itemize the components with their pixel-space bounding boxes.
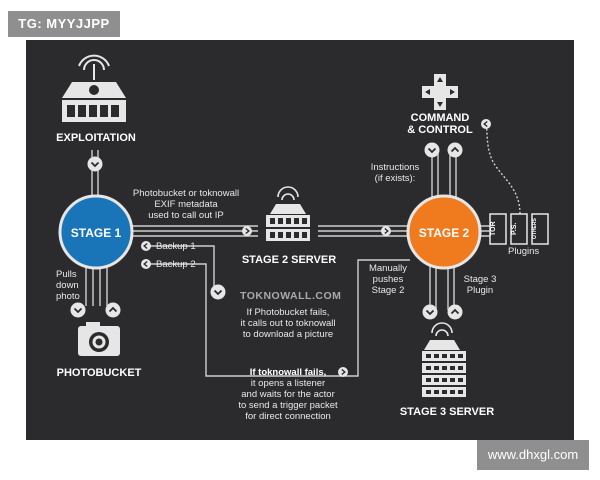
backup1-label: Backup 1 [156, 241, 196, 252]
chevron-left-icon [140, 240, 152, 252]
exploitation-label: EXPLOITATION [56, 132, 136, 144]
watermark-top: TG: MYYJJPP [8, 11, 120, 37]
chevron-right-icon [380, 225, 392, 237]
watermark-bottom: www.dhxgl.com [477, 440, 589, 470]
note-line: Pulls [56, 269, 77, 280]
command-line2: & CONTROL [407, 124, 473, 136]
note-line: to send a trigger packet [238, 400, 338, 411]
chevron-up-icon [446, 303, 464, 321]
stage2-node [406, 194, 482, 270]
note-line: pushes [372, 274, 404, 285]
pulls-down-photo-note: Pulls down photo [56, 269, 80, 302]
note-line: Stage 3 [463, 274, 497, 285]
chevron-down-icon [69, 301, 87, 319]
stage3-plugin-note: Stage 3 Plugin [460, 274, 500, 296]
note-line: it opens a listener [250, 378, 326, 389]
stage1-label: STAGE 1 [70, 226, 122, 240]
toknowall-url: TOKNOWALL.COM [240, 290, 342, 302]
note-line: photo [56, 291, 80, 302]
note-line: for direct connection [245, 411, 331, 422]
command-line1: COMMAND [410, 112, 470, 124]
instructions-note: Instructions (if exists): [360, 162, 430, 184]
note-line: If Photobucket fails, [246, 307, 330, 318]
note-line: Plugin [466, 285, 494, 296]
chevron-up-icon [446, 141, 464, 159]
camera-icon [78, 322, 120, 356]
note-line: Stage 2 [371, 285, 405, 296]
radioactive-server-icon [266, 186, 310, 241]
note-line: to download a picture [242, 329, 334, 340]
stage1-node [58, 194, 134, 270]
plugins-label: Plugins [508, 246, 540, 257]
chevron-left-icon [140, 258, 152, 270]
note-line: used to call out IP [148, 210, 224, 221]
chevron-down-icon [421, 303, 439, 321]
note-line: If toknowall fails, [249, 367, 327, 378]
chevron-down-icon [423, 141, 441, 159]
note-line: Manually [368, 263, 408, 274]
chevron-up-icon [104, 301, 122, 319]
chevron-down-icon [209, 283, 227, 301]
photobucket-label: PHOTOBUCKET [56, 367, 142, 379]
plugin-boxes [489, 213, 549, 245]
backup2-label: Backup 2 [156, 259, 196, 270]
chevron-down-icon [86, 155, 104, 173]
note-line: EXIF metadata [154, 199, 218, 210]
note-line: Instructions [370, 162, 420, 173]
chevron-left-icon [480, 118, 492, 130]
manually-pushes-note: Manually pushes Stage 2 [360, 263, 416, 296]
note-line: and waits for the actor [241, 389, 335, 400]
radioactive-server-stack-icon [422, 322, 466, 397]
note-line: it calls out to toknowall [240, 318, 336, 329]
photobucket-exif-note: Photobucket or toknowall EXIF metadata u… [126, 188, 246, 221]
photobucket-fails-note: If Photobucket fails, it calls out to to… [228, 307, 348, 340]
stage2-server-label: STAGE 2 SERVER [241, 254, 337, 266]
toknowall-fails-note: If toknowall fails, it opens a listener … [228, 367, 348, 422]
stage2-label: STAGE 2 [418, 226, 470, 240]
stage3-server-label: STAGE 3 SERVER [399, 406, 495, 418]
dpad-icon [422, 74, 458, 110]
note-line: Photobucket or toknowall [132, 188, 240, 199]
command-control-label: COMMAND & CONTROL [400, 112, 480, 136]
note-line: (if exists): [374, 173, 416, 184]
plugin-tor-label: TOR [490, 221, 497, 237]
note-line: down [56, 280, 79, 291]
plugin-ps-label: P.S. [511, 222, 518, 236]
chevron-right-icon [241, 225, 253, 237]
plugin-others-label: OTHERS [532, 218, 538, 240]
radioactive-router-icon [62, 54, 126, 122]
